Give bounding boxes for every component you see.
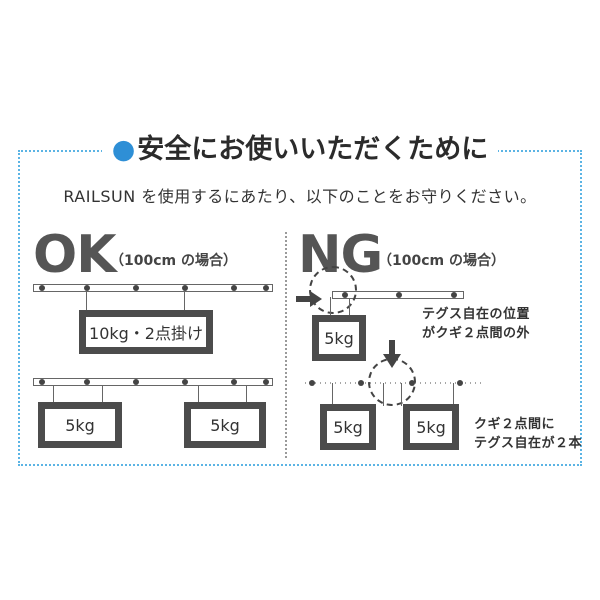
ok-rail-top: [33, 284, 273, 292]
ng-note-outside: テグス自在の位置 がクギ２点間の外: [422, 307, 531, 341]
bullet-icon: ●: [111, 134, 136, 165]
ok-frame-left: 5kg: [38, 402, 122, 448]
intro-text: RAILSUN を使用するにあたり、以下のことをお守りください。: [63, 187, 537, 206]
wire: [198, 386, 199, 404]
wire: [86, 292, 87, 312]
nail-icon: [457, 380, 463, 386]
nail-icon: [133, 379, 139, 385]
ng-frame-left: 5kg: [320, 404, 376, 450]
wire: [53, 386, 54, 404]
nail-icon: [84, 379, 90, 385]
ng-frame-right: 5kg: [403, 404, 459, 450]
highlight-circle: [309, 266, 357, 314]
ng-frame-top: 5kg: [312, 315, 366, 361]
ng-note-two-between: クギ２点間に テグス自在が２本: [474, 417, 583, 451]
wire: [349, 298, 350, 317]
wire: [246, 386, 247, 404]
arrow-down-icon: [383, 340, 401, 368]
wire: [102, 386, 103, 404]
wire: [184, 292, 185, 312]
ng-sub-label: （100cm の場合）: [378, 253, 505, 269]
nail-icon: [309, 380, 315, 386]
nail-icon: [133, 285, 139, 291]
wire: [332, 383, 333, 406]
wire: [453, 383, 454, 406]
nail-icon: [451, 292, 457, 298]
section-heading: ●安全にお使いいただくために: [0, 131, 600, 169]
ok-frame-right: 5kg: [184, 402, 266, 448]
nail-icon: [231, 379, 237, 385]
ok-rail-bottom: [33, 378, 273, 386]
nail-icon: [182, 379, 188, 385]
ok-frame-single: 10kg・2点掛け: [79, 310, 213, 354]
arrow-right-icon: [296, 291, 322, 307]
wire: [330, 297, 331, 317]
nail-icon: [39, 285, 45, 291]
wire: [383, 383, 384, 406]
column-divider: [285, 232, 287, 458]
nail-icon: [396, 292, 402, 298]
nail-icon: [358, 380, 364, 386]
heading-title: 安全にお使いいただくために: [137, 134, 489, 165]
nail-icon: [263, 379, 269, 385]
nail-icon: [231, 285, 237, 291]
nail-icon: [182, 285, 188, 291]
nail-icon: [263, 285, 269, 291]
ok-label: OK: [33, 225, 116, 285]
wire: [401, 383, 402, 406]
ok-sub-label: （100cm の場合）: [110, 253, 237, 269]
nail-icon: [39, 379, 45, 385]
nail-icon: [84, 285, 90, 291]
